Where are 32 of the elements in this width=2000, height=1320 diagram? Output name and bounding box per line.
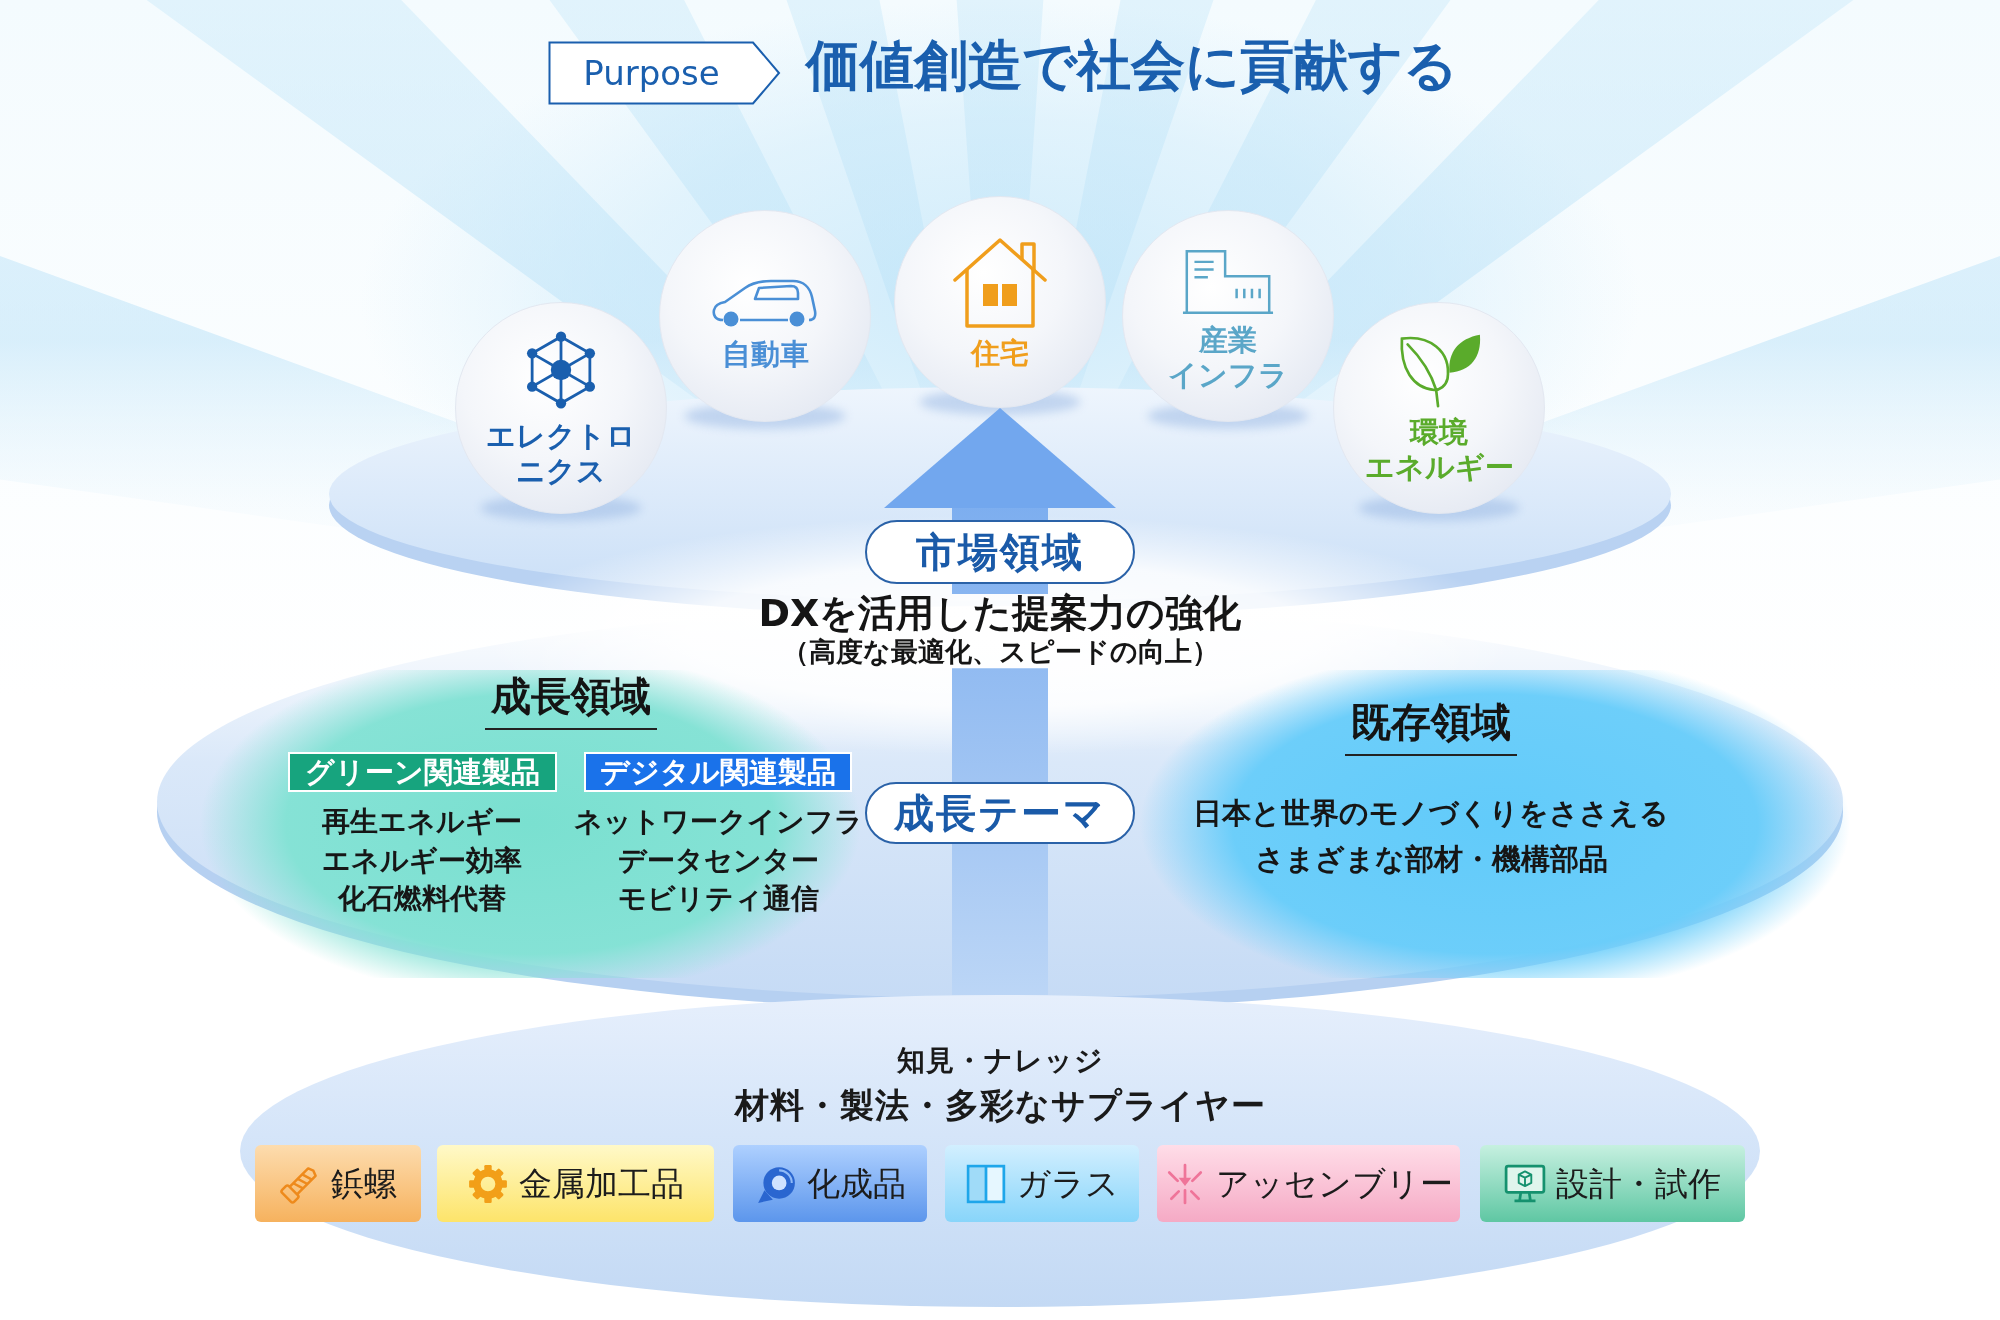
tile-label: 鋲螺: [331, 1163, 397, 1204]
circle-label: 住宅: [971, 335, 1029, 371]
category-tile: [437, 1145, 714, 1222]
domain-pill: 成長テーマ: [865, 782, 1135, 844]
category-tile: [255, 1145, 421, 1222]
circle-label: 自動車: [721, 336, 809, 372]
area-heading: 成長領域: [485, 672, 657, 730]
area-description: 日本と世界のモノづくりをささえるさまざまな部材・機構部品: [1193, 795, 1669, 878]
tile-label: 設計・試作: [1556, 1163, 1721, 1204]
tile-label: ガラス: [1017, 1163, 1119, 1204]
tile-label: 金属加工品: [519, 1163, 684, 1204]
category-tag: グリーン関連製品: [288, 752, 557, 792]
circle-label: 産業インフラ: [1168, 323, 1288, 393]
tile-label: 化成品: [806, 1163, 906, 1204]
product-item: 再生エネルギー: [322, 805, 522, 839]
product-item: 化石燃料代替: [338, 882, 506, 916]
product-item: モビリティ通信: [617, 882, 819, 916]
product-item: ネットワークインフラ: [573, 805, 863, 839]
supplier-text: 材料・製法・多彩なサプライヤー: [734, 1085, 1266, 1126]
category-tile: [1480, 1145, 1745, 1222]
tile-label: アッセンブリー: [1216, 1163, 1453, 1204]
category-tile: [1157, 1145, 1460, 1222]
foundation-text: 知見・ナレッジ: [896, 1044, 1104, 1078]
category-tag: デジタル関連製品: [584, 752, 852, 792]
product-item: エネルギー効率: [322, 843, 522, 878]
area-heading: 既存領域: [1345, 698, 1517, 756]
category-tile: [733, 1145, 927, 1222]
category-tile: [945, 1145, 1139, 1222]
page-title: 価値創造で社会に貢献する: [806, 34, 1458, 99]
tag-label: Purpose: [583, 56, 720, 90]
strategy-note: （高度な最適化、スピードの向上）: [780, 635, 1220, 669]
product-item: データセンター: [617, 843, 819, 878]
